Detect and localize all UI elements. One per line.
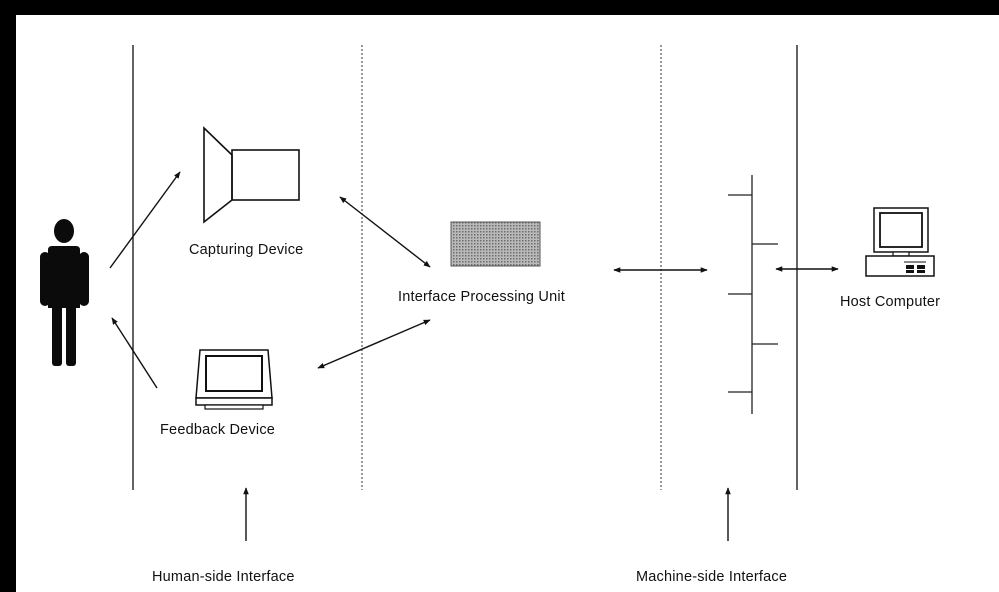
computer-icon: [865, 207, 935, 277]
capturing-device-label: Capturing Device: [189, 242, 303, 258]
arrow-feedback-processing: [317, 319, 431, 369]
arrow-capture-processing: [339, 196, 431, 268]
diagram-canvas: [16, 15, 999, 592]
machine-side-interface-label: Machine-side Interface: [636, 569, 787, 585]
processing-unit-box: [450, 221, 541, 267]
monitor-icon: [195, 349, 273, 410]
human-side-interface-label: Human-side Interface: [152, 569, 295, 585]
arrow-person-to-capture: [109, 171, 181, 269]
host-computer-label: Host Computer: [840, 294, 940, 310]
camera-icon: [203, 126, 300, 224]
person-icon: [40, 219, 89, 366]
bus-connector: [728, 175, 778, 414]
arrow-feedback-to-person: [111, 317, 158, 389]
feedback-device-label: Feedback Device: [160, 422, 275, 438]
interface-processing-unit-label: Interface Processing Unit: [398, 289, 565, 305]
